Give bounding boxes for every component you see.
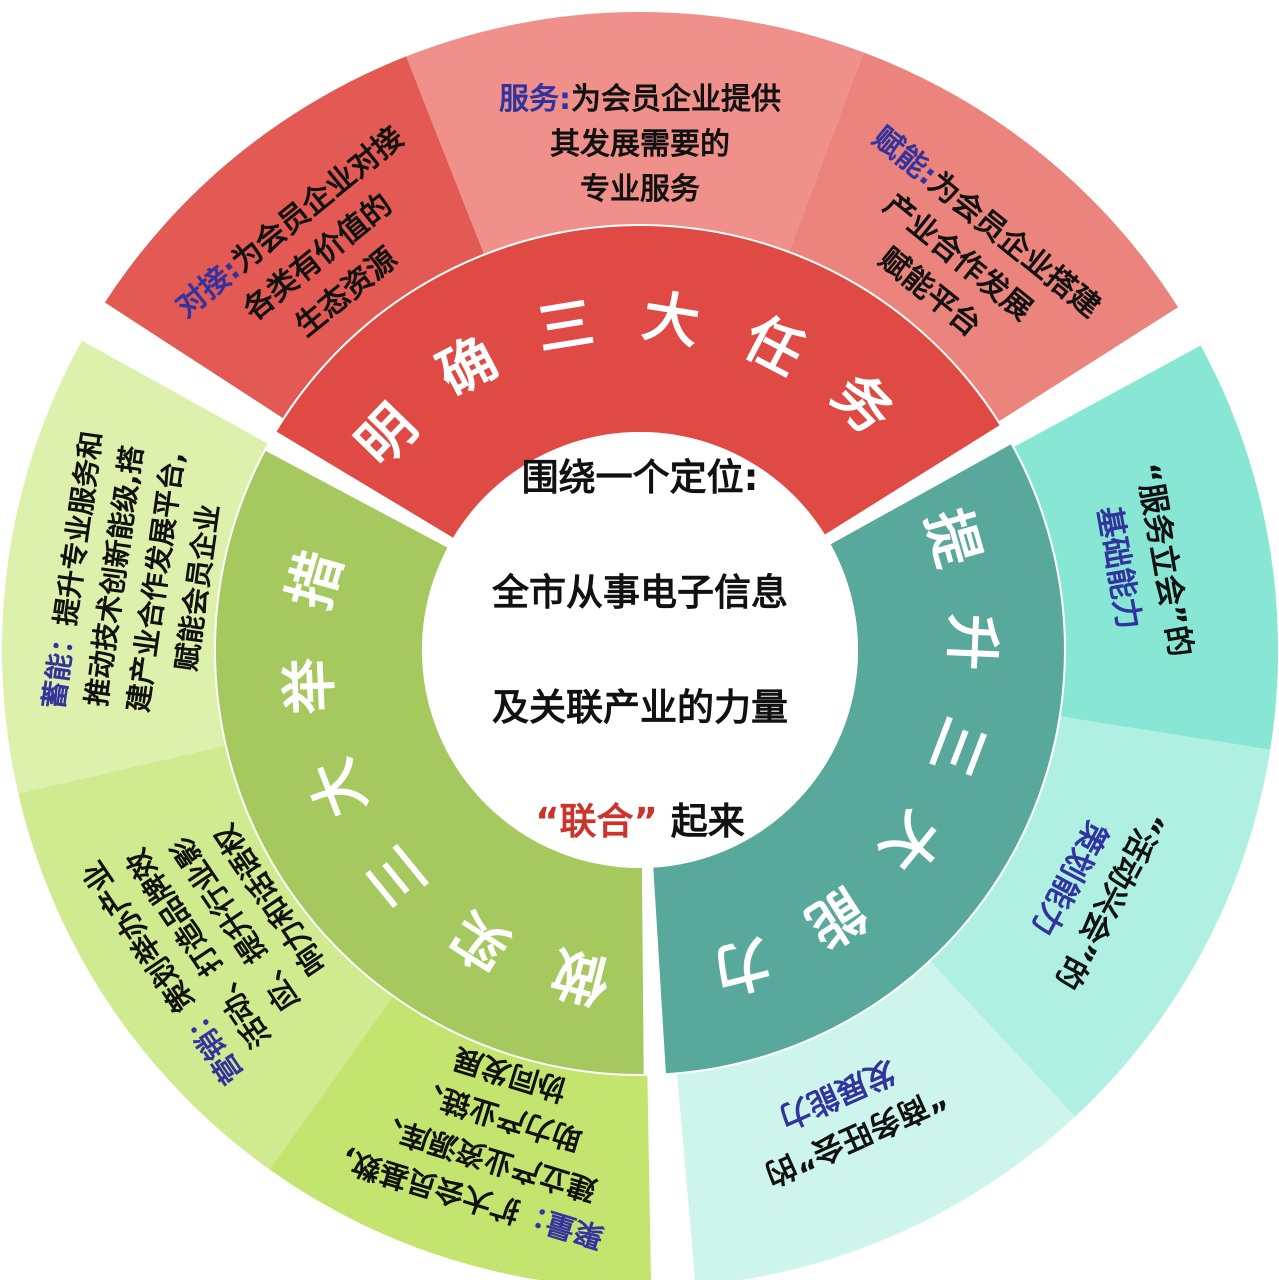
segment-service-text: 服务:为会员企业提供 其发展需要的 专业服务 <box>440 32 840 212</box>
wedge-connect <box>104 56 484 419</box>
wedge-inner-capabilities <box>653 444 1064 1074</box>
segment-energize-label: 蓄能： <box>37 623 82 712</box>
wedge-service <box>406 12 864 254</box>
center-line-2: 全市从事电子信息 <box>492 570 788 614</box>
center-line-1: 围绕一个定位: <box>521 456 759 500</box>
wedge-basic-capability <box>1014 345 1279 750</box>
center-disc <box>422 432 858 868</box>
segment-gather-body: 扩大会员基数, 建立产业资源库、 助力产业链、 协同发展 <box>337 1041 601 1230</box>
wedge-energize <box>1 340 268 794</box>
wedge-development-capability <box>677 961 1076 1280</box>
wedge-empower <box>789 52 1179 422</box>
wedge-marketing <box>18 745 393 1170</box>
center-line-3: 及关联产业的力量 <box>492 685 788 729</box>
segment-gather-label: 聚量： <box>513 1197 608 1256</box>
segment-service-label: 服务: <box>499 82 571 117</box>
segment-service-body: 为会员企业提供 其发展需要的 专业服务 <box>550 82 781 207</box>
center-line-4: “联合” 起来 <box>420 793 860 850</box>
segment-basic-capability-body: “服务立会”的 <box>1129 460 1199 660</box>
wedge-planning-capability <box>930 716 1271 1117</box>
center-tail: 起来 <box>657 800 745 844</box>
center-positioning-text: 围绕一个定位: 全市从事电子信息 及关联产业的力量 “联合” 起来 <box>420 392 860 908</box>
wedge-inner-measures <box>215 450 644 1075</box>
wedge-gather <box>269 996 651 1280</box>
wedge-inner-tasks <box>276 225 1000 538</box>
center-highlight: “联合” <box>535 800 658 844</box>
